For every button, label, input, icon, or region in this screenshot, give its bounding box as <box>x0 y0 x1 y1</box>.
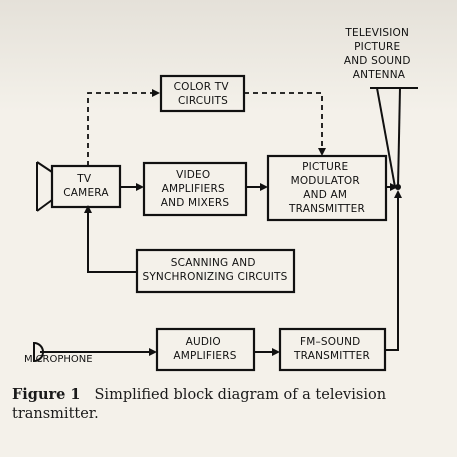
microphone-icon <box>33 341 44 363</box>
arrowhead <box>136 183 144 191</box>
color-tv-circuits-label: COLOR TV CIRCUITS <box>174 81 233 107</box>
tv-camera-label: TV CAMERA <box>63 173 109 199</box>
arrowhead <box>260 183 268 191</box>
video-amplifiers-block <box>142 161 248 217</box>
fm-sound-transmitter-block <box>278 327 387 372</box>
arrowhead <box>84 205 92 213</box>
arrowhead <box>149 348 157 356</box>
arrowhead <box>318 148 326 156</box>
audio-amplifiers-label: AUDIO AMPLIFIERS <box>173 336 236 362</box>
wire-color-to-modulator-dashed <box>244 92 323 149</box>
scanning-sync-block <box>135 248 296 294</box>
feed-junction-dot <box>395 184 401 190</box>
page-bleed-through <box>0 0 457 112</box>
fm-sound-transmitter-label: FM–SOUND TRANSMITTER <box>293 336 370 362</box>
caption-text: Simplified block diagram of a television… <box>12 387 387 422</box>
wire-scanning-to-camera <box>87 212 137 273</box>
audio-amplifiers-block <box>155 327 256 372</box>
wire-camera-to-color-dashed <box>87 92 153 166</box>
wire-fm-to-antenna <box>385 197 399 351</box>
antenna-feed-line <box>397 87 401 188</box>
color-tv-circuits-block <box>159 74 246 113</box>
arrowhead <box>394 190 402 198</box>
camera-lens-icon <box>36 161 53 212</box>
connections <box>40 87 418 356</box>
scanning-sync-label: SCANNING AND SYNCHRONIZING CIRCUITS <box>142 257 287 283</box>
microphone-label: MICROPHONE <box>24 354 93 365</box>
tv-camera-block <box>50 164 122 209</box>
antenna-label: TELEVISION PICTURE AND SOUND ANTENNA <box>344 27 414 81</box>
antenna-feed-line <box>376 87 396 188</box>
block-diagram: COLOR TV CIRCUITS TV CAMERA VIDEO AMPLIF… <box>24 27 418 372</box>
picture-modulator-block <box>266 154 388 222</box>
picture-modulator-label: PICTURE MODULATOR AND AM TRANSMITTER <box>288 161 365 215</box>
arrowhead <box>272 348 280 356</box>
video-amplifiers-label: VIDEO AMPLIFIERS AND MIXERS <box>161 169 230 209</box>
arrowhead <box>152 89 160 97</box>
figure-number: Figure 1 <box>12 386 81 403</box>
